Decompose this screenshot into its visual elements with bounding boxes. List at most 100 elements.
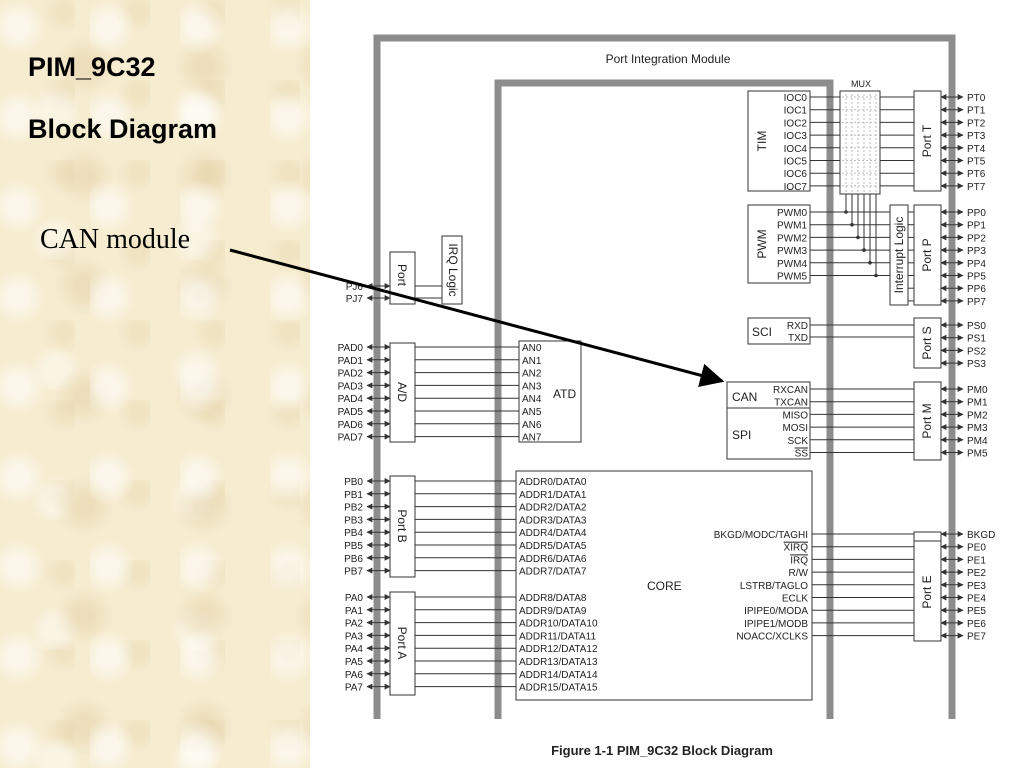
- core-signal-label: ADDR6/DATA6: [519, 554, 587, 565]
- ad-pin: PAD3: [338, 381, 364, 392]
- sci-signal-label: RXD: [787, 321, 808, 332]
- port-b-pin: PB5: [344, 541, 363, 552]
- port-a-pin: PA5: [345, 657, 364, 668]
- port-p-pin: PP7: [967, 297, 986, 308]
- port-p-pin: PP5: [967, 272, 986, 283]
- core-signal-label: ADDR3/DATA3: [519, 515, 587, 526]
- tim-signal-label: IOC3: [784, 131, 808, 142]
- core-signal-label: ADDR14/DATA14: [519, 670, 598, 681]
- port-b-block: [389, 475, 416, 578]
- core-signal-label: ADDR1/DATA1: [519, 490, 587, 501]
- port-s-block: [913, 317, 942, 369]
- port-a-label: Port A: [395, 627, 409, 660]
- sci-block: [747, 317, 811, 345]
- atd-signal-label: AN2: [522, 369, 542, 380]
- slide-title-line1: PIM_9C32: [28, 52, 156, 82]
- port-p-pin: PP0: [967, 208, 986, 219]
- atd-signal-label: AN6: [522, 420, 542, 431]
- core-e-signal-label: LSTRB/TAGLO: [740, 581, 808, 592]
- port-e-pin: PE0: [967, 543, 986, 554]
- atd-label: ATD: [553, 387, 576, 401]
- port-p-pin: PP4: [967, 259, 986, 270]
- port-m-pin: PM5: [967, 449, 988, 460]
- port-t-pin: PT5: [967, 157, 986, 168]
- ad-pin: PAD7: [338, 433, 364, 444]
- can-label: CAN: [732, 390, 757, 404]
- core-signal-label: ADDR4/DATA4: [519, 528, 587, 539]
- tim-signal-label: IOC1: [784, 106, 808, 117]
- port-t-pin: PT3: [967, 131, 986, 142]
- port-e-pin: PE7: [967, 632, 986, 643]
- can-spi-signal-label: RXCAN: [773, 385, 808, 396]
- pwm-signal-label: PWM1: [777, 221, 807, 232]
- port-p-pin: PP2: [967, 233, 986, 244]
- tim-signal-label: IOC4: [784, 144, 808, 155]
- tim-signal-label: IOC2: [784, 118, 808, 129]
- tim-signal-label: IOC6: [784, 169, 808, 180]
- pwm-signal-label: PWM0: [777, 208, 807, 219]
- core-signal-label: ADDR13/DATA13: [519, 657, 598, 668]
- core-signal-label: ADDR15/DATA15: [519, 683, 598, 694]
- port-m-pin: PM2: [967, 410, 988, 421]
- ad-pin: PAD5: [338, 407, 364, 418]
- port-t-pin: PT6: [967, 169, 986, 180]
- pwm-signal-label: PWM3: [777, 246, 807, 257]
- irq-logic-label: IRQ Logic: [446, 243, 460, 296]
- can-spi-signal-label: TXCAN: [774, 398, 808, 409]
- pwm-signal-label: PWM2: [777, 233, 807, 244]
- port-m-pin: PM3: [967, 423, 988, 434]
- port-a-pin: PA4: [345, 644, 364, 655]
- port-j-pin: PJ6: [346, 282, 364, 293]
- port-e-pin: PE2: [967, 568, 986, 579]
- core-signal-label: ADDR9/DATA9: [519, 606, 587, 617]
- port-p-pin: PP1: [967, 221, 986, 232]
- figure-caption: Figure 1-1 PIM_9C32 Block Diagram: [551, 743, 773, 758]
- can-spi-signal-label: MOSI: [782, 423, 808, 434]
- core-signal-label: ADDR0/DATA0: [519, 477, 587, 488]
- atd-signal-label: AN3: [522, 381, 542, 392]
- tim-signal-label: IOC0: [784, 93, 808, 104]
- mux-block: [839, 90, 881, 195]
- core-signal-label: ADDR8/DATA8: [519, 593, 587, 604]
- atd-signal-label: AN7: [522, 433, 542, 444]
- port-e-pin: BKGD: [967, 530, 995, 541]
- port-t-pin: PT4: [967, 144, 986, 155]
- port-b-pin: PB1: [344, 490, 363, 501]
- tim-label: TIM: [755, 131, 769, 152]
- port-m-pin: PM0: [967, 385, 988, 396]
- port-e-pin: PE5: [967, 606, 986, 617]
- port-j-label: Port: [395, 264, 409, 287]
- ad-pin: PAD0: [338, 343, 364, 354]
- ad-label: A/D: [395, 382, 409, 402]
- atd-signal-label: AN1: [522, 356, 542, 367]
- port-b-pin: PB6: [344, 554, 363, 565]
- port-s-pin: PS0: [967, 321, 986, 332]
- core-block: [515, 470, 813, 701]
- core-e-signal-label: BKGD/MODC/TAGHI: [714, 530, 808, 541]
- can-annotation-arrow: [229, 248, 725, 388]
- pwm-signal-label: PWM5: [777, 272, 807, 283]
- core-signal-label: ADDR10/DATA10: [519, 619, 598, 630]
- port-a-pin: PA3: [345, 631, 364, 642]
- port-p-pin: PP3: [967, 246, 986, 257]
- port-a-pin: PA0: [345, 593, 364, 604]
- ad-pin: PAD1: [338, 356, 364, 367]
- ad-block: [389, 342, 416, 443]
- ad-pin: PAD4: [338, 394, 364, 405]
- pwm-block: [747, 204, 811, 284]
- tim-signal-label: IOC7: [784, 182, 808, 193]
- port-a-pin: PA7: [345, 683, 364, 694]
- port-b-pin: PB3: [344, 515, 363, 526]
- port-a-pin: PA1: [345, 606, 364, 617]
- port-s-label: Port S: [920, 326, 934, 359]
- port-m-pin: PM1: [967, 398, 988, 409]
- ad-pin: PAD2: [338, 369, 364, 380]
- port-t-block: [913, 90, 942, 192]
- port-t-label: Port T: [920, 124, 934, 157]
- port-t-pin: PT0: [967, 93, 986, 104]
- port-t-pin: PT7: [967, 182, 986, 193]
- module-title: Port Integration Module: [606, 52, 731, 66]
- pwm-label: PWM: [755, 229, 769, 258]
- atd-signal-label: AN5: [522, 407, 542, 418]
- core-e-signal-label: IRQ: [790, 555, 808, 566]
